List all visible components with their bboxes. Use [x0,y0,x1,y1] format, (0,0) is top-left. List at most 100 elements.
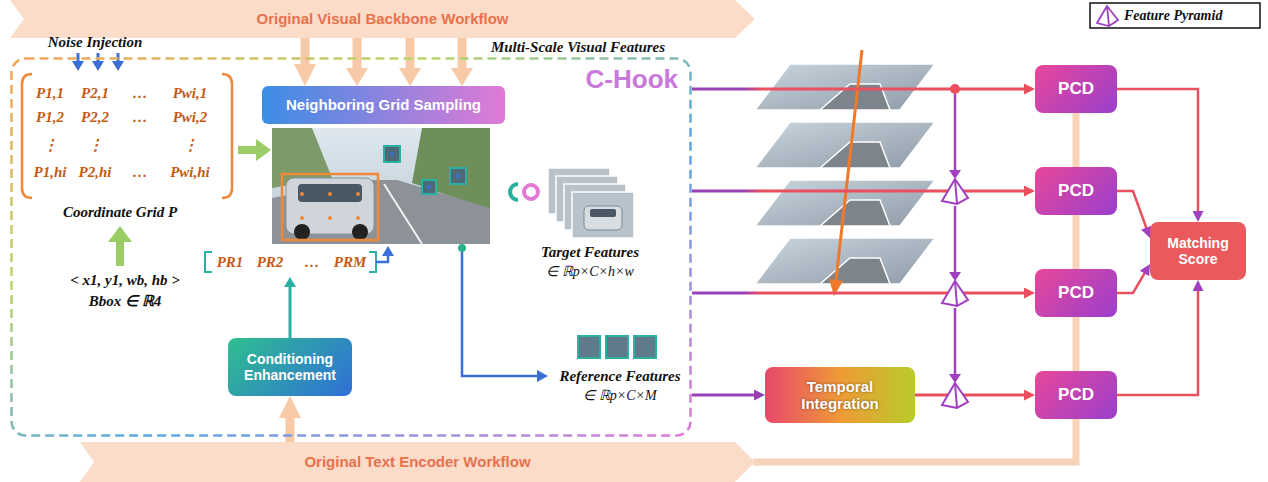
matrix-entry: ⋮ [183,137,198,154]
node-text: Conditioning Enhancement [236,351,344,383]
road-image [427,185,431,189]
road-image [356,216,360,220]
feature-layers [755,64,935,110]
process-box: Neighboring Grid Sampling [262,86,505,124]
vector-entry: … [305,254,320,271]
feature-layers [820,142,890,168]
band-shape [10,0,755,38]
connector [692,394,757,397]
road-image [300,192,360,220]
feature-pyramid [955,383,957,408]
hook-symbol [524,185,538,199]
flow-arrow [462,252,538,376]
matrix-bracket [22,74,32,198]
noise-arrows [72,53,124,71]
matrix-entry: ⋮ [43,137,58,154]
road-image [328,216,332,220]
matrix-entry: P1,2 [36,109,64,126]
legend-box [1090,3,1260,28]
region-heading: C-Hook [586,65,678,95]
section-label: Multi-Scale Visual Features [491,39,665,56]
backbone-arrows [458,38,467,70]
decoder-box: PCD [1035,167,1117,215]
connector [1073,113,1080,167]
connector [1117,271,1146,293]
flow-arrow [108,226,132,242]
feature-layers [755,122,935,168]
flow-arrow [284,277,296,338]
legend-text: Feature Pyramid [1124,8,1222,24]
road-image [390,152,460,189]
math-label: ∈ ℝp×C×h×w [546,264,634,279]
workflow-band: Original Text Encoder Workflow [80,442,755,482]
road-image [300,192,304,196]
region-outline [12,59,691,436]
road-image [272,128,490,244]
reference-thumbnails [606,336,628,358]
matrix-entry: Pwi,2 [173,109,208,126]
process-box: Conditioning Enhancement [228,338,352,396]
connector [692,292,1027,295]
backbone-arrows [346,68,368,86]
section-label: Noise Injection [48,34,143,51]
temporal-arrow [836,50,862,280]
feature-pyramid [942,179,968,408]
decoder-box: PCD [1035,371,1117,419]
feature-layers [755,238,935,284]
connector [692,88,1027,91]
node-text: Neighboring Grid Sampling [270,96,497,113]
flow-arrow [238,146,258,154]
road-image [352,224,368,240]
decoder-box: PCD [1035,65,1117,113]
connector [301,38,310,71]
decoder-box: PCD [1035,269,1117,317]
road-image [356,192,360,196]
backbone-arrows [353,38,362,70]
target-feature-stack [548,168,634,238]
connector [1117,191,1147,231]
flow-arrow [537,370,548,382]
flow-arrow [376,255,388,262]
matrix-entry: P1,1 [36,85,64,102]
node-text: Matching Score [1158,235,1238,267]
road-image [294,224,310,240]
hook-symbol [510,184,538,200]
backbone-arrows [399,68,421,86]
road-image [328,192,332,196]
matrix-entry: … [133,109,148,126]
road-image [450,168,466,184]
noise-arrows [112,61,124,71]
matrix-entry: P2,1 [81,85,109,102]
flow-arrow [108,139,271,266]
matrix-entry: P2,2 [81,109,109,126]
noise-arrows [72,61,84,71]
node-text: Original Text Encoder Workflow [104,453,731,470]
road-image [298,184,362,202]
connector [1117,288,1198,395]
reference-thumbnails [578,336,656,358]
flow-arrow [116,240,124,266]
road-image [384,146,400,162]
road-image [282,174,378,240]
node-text: PCD [1041,181,1111,201]
backbone-arrows [451,68,473,86]
target-feature-stack [572,192,634,238]
vector-bracket [205,252,376,272]
vector-entry: PRM [334,254,367,271]
matrix-entry: … [133,164,148,181]
backbone-arrows [346,38,473,86]
node-text: PCD [1041,283,1111,303]
flow-arrow [376,244,548,382]
feature-pyramid [955,281,957,306]
matrix-entry: Pwi,hi [170,164,210,181]
math-label: ∈ ℝp×C×M [583,388,656,403]
process-box: Temporal Integration [765,367,915,423]
connector [1117,89,1198,214]
matrix-bracket [22,74,232,198]
road-image [390,152,394,156]
feature-pyramid [942,179,968,204]
connector [286,411,295,442]
pyramid-flow [954,94,957,171]
